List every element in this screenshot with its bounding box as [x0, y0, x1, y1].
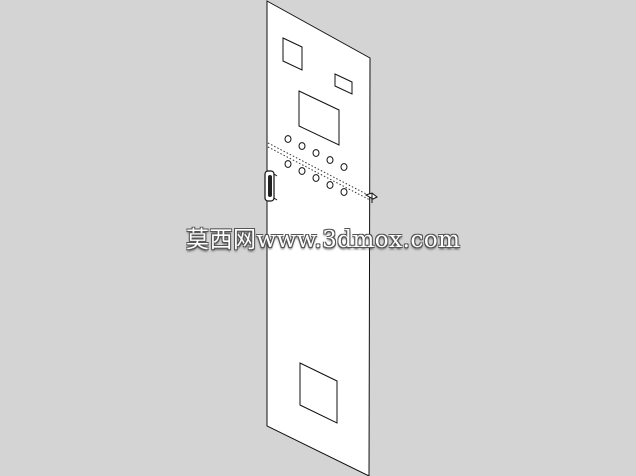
- small-window-cutout: [282, 37, 303, 71]
- indicator-light: [340, 163, 348, 171]
- dotted-guide-line: [267, 146, 371, 201]
- display-window-cutout: [298, 90, 340, 146]
- indicator-light: [340, 188, 348, 196]
- indicator-light: [326, 156, 334, 164]
- indicator-light: [312, 174, 320, 182]
- indicator-light: [312, 149, 320, 157]
- door-panel: [266, 0, 371, 476]
- indicator-light: [284, 135, 292, 143]
- indicator-light: [284, 160, 292, 168]
- bottom-window-cutout: [299, 362, 338, 424]
- dotted-guide-line: [267, 142, 371, 197]
- indicator-lights: [284, 135, 348, 196]
- side-latch: [364, 192, 378, 203]
- door-handle: [264, 170, 278, 202]
- indicator-light: [326, 181, 334, 189]
- slot-window-cutout: [334, 73, 353, 95]
- indicator-light: [298, 167, 306, 175]
- watermark-text: 莫西网www.3dmox.com: [186, 227, 461, 253]
- indicator-light: [298, 142, 306, 150]
